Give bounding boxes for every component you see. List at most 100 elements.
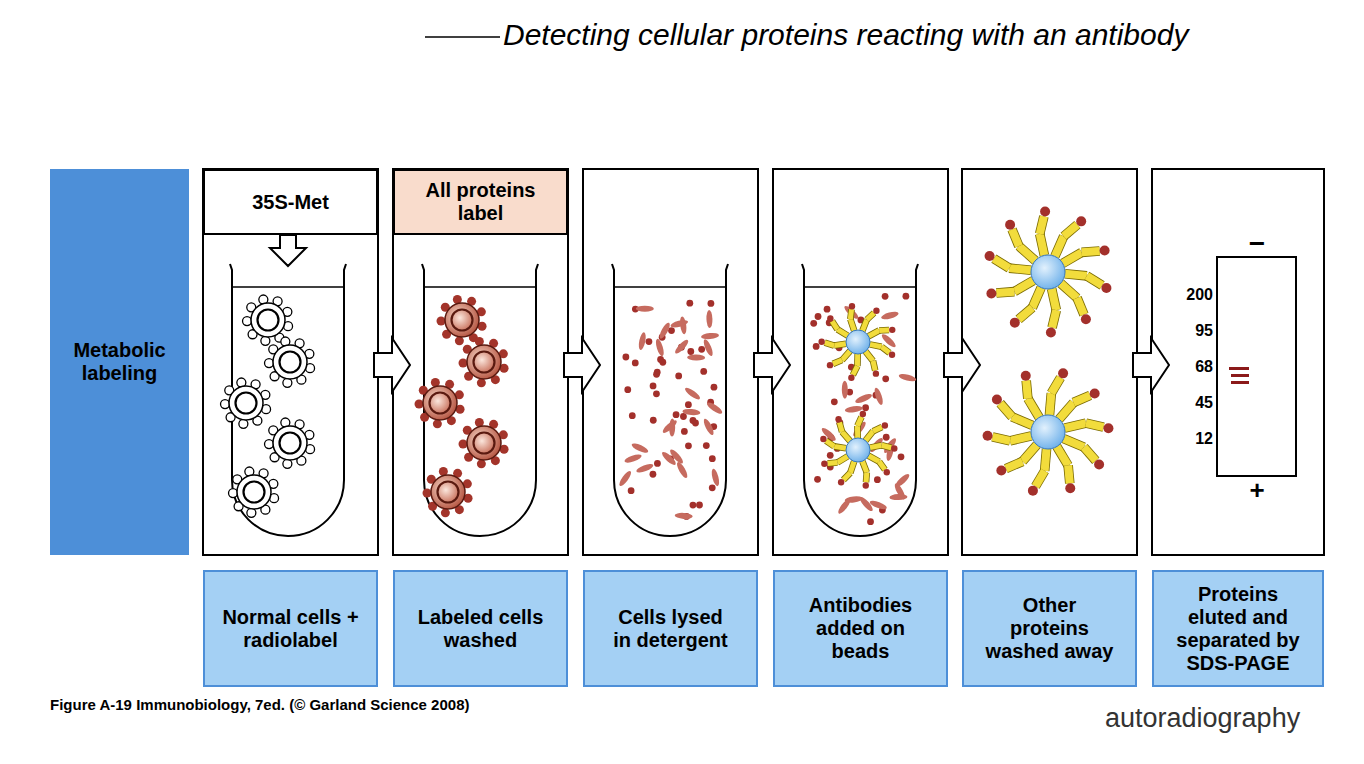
antibody-outline bbox=[1010, 436, 1031, 441]
antibody bbox=[855, 426, 860, 438]
cell-nucleus bbox=[474, 352, 495, 373]
step-label: Proteins eluted and separated by SDS-PAG… bbox=[1152, 570, 1324, 687]
antibody-outline bbox=[1045, 449, 1047, 471]
protein-fragment bbox=[692, 420, 699, 427]
panel-frame bbox=[1152, 169, 1324, 555]
step-arrow bbox=[564, 338, 600, 392]
unlabeled-cell bbox=[221, 378, 271, 428]
antibody bbox=[850, 461, 854, 472]
protein-fragment bbox=[874, 476, 881, 483]
bound-antigen bbox=[986, 288, 996, 298]
membrane-fragment bbox=[702, 418, 715, 437]
antibody bbox=[832, 321, 837, 329]
bound-antigen bbox=[873, 370, 879, 376]
antibody bbox=[862, 461, 866, 472]
antibody bbox=[1065, 423, 1086, 428]
cell-nucleus bbox=[236, 393, 257, 414]
antibody-outline bbox=[853, 366, 858, 375]
antibody bbox=[842, 432, 850, 441]
membrane-fragment bbox=[898, 373, 917, 383]
antibody-outline bbox=[1052, 289, 1057, 310]
bound-antigen bbox=[835, 416, 841, 422]
antibody bbox=[1012, 417, 1032, 426]
antibody-outline bbox=[862, 461, 866, 472]
antibody-outline bbox=[994, 259, 1009, 268]
membrane-fragment bbox=[670, 319, 689, 329]
surface-protein bbox=[243, 317, 252, 326]
bound-antigen bbox=[820, 436, 826, 442]
reagent-box: 35S-Met bbox=[203, 169, 378, 235]
membrane-fragment bbox=[682, 408, 701, 416]
protein-fragment bbox=[696, 502, 703, 509]
bound-antigen bbox=[882, 422, 888, 428]
cell-lysate bbox=[618, 300, 724, 520]
membrane-fragment bbox=[658, 321, 672, 340]
antibody bbox=[1052, 310, 1056, 328]
antibody bbox=[1057, 447, 1068, 466]
bead bbox=[846, 438, 870, 462]
antibody-bead bbox=[820, 411, 897, 489]
bound-antigen bbox=[848, 375, 854, 381]
antibody-outline bbox=[1040, 216, 1044, 234]
protein-fragment bbox=[882, 293, 889, 300]
protein-fragment bbox=[650, 383, 657, 390]
liquid-level bbox=[232, 286, 344, 288]
antibody bbox=[994, 259, 1009, 268]
antibody bbox=[1014, 281, 1033, 292]
antibody-outline bbox=[863, 472, 870, 482]
antibody bbox=[1068, 465, 1070, 483]
node-text: Cells lysed in detergent bbox=[612, 606, 730, 652]
surface-protein bbox=[265, 440, 274, 449]
antibody bbox=[1077, 298, 1084, 315]
antibody bbox=[1026, 381, 1028, 399]
bound-antigen bbox=[889, 352, 895, 358]
protein-fragment bbox=[867, 518, 874, 525]
antibody bbox=[1022, 445, 1036, 462]
membrane-fragment bbox=[706, 310, 713, 328]
membrane-fragment bbox=[705, 401, 723, 416]
step-arrow bbox=[754, 338, 790, 392]
bound-antigen bbox=[992, 395, 1002, 405]
antibody-outline bbox=[1028, 399, 1039, 418]
protein-fragment bbox=[711, 384, 718, 391]
surface-protein bbox=[221, 400, 230, 409]
antibody-outline bbox=[1026, 381, 1028, 399]
antibody-outline bbox=[837, 456, 847, 462]
antibody-outline bbox=[854, 426, 861, 438]
gel bbox=[1217, 257, 1296, 476]
test-tube bbox=[422, 264, 538, 536]
antibody-outline bbox=[842, 432, 850, 441]
gel-band bbox=[1231, 374, 1249, 377]
membrane-fragment bbox=[654, 338, 665, 357]
membrane-fragment bbox=[624, 453, 643, 465]
membrane-fragment bbox=[638, 332, 647, 351]
cell-lysate bbox=[810, 293, 917, 525]
protein-fragment bbox=[815, 313, 822, 320]
size-marker: 45 bbox=[1195, 395, 1213, 411]
protein-fragment bbox=[657, 356, 664, 363]
bound-antigen bbox=[860, 411, 866, 417]
protein-fragment bbox=[827, 452, 834, 459]
antibody bbox=[992, 437, 1010, 441]
antibody-outline bbox=[1077, 298, 1084, 315]
antibody-outline bbox=[1019, 246, 1035, 261]
protein-fragment bbox=[673, 411, 680, 418]
cell-body bbox=[273, 426, 307, 460]
node-text: 35S-Met bbox=[252, 191, 329, 214]
antibody bbox=[1006, 461, 1023, 468]
membrane-fragment bbox=[836, 497, 852, 515]
bound-antigen bbox=[821, 461, 827, 467]
antibody bbox=[1010, 436, 1031, 441]
labeled-cell bbox=[423, 467, 473, 517]
size-marker: 12 bbox=[1195, 431, 1213, 447]
protein-fragment bbox=[831, 398, 838, 405]
protein-fragment bbox=[703, 442, 710, 449]
membrane-fragment bbox=[893, 482, 907, 501]
antibody bbox=[1074, 395, 1091, 402]
tube-outline bbox=[802, 264, 918, 536]
antibody-outline bbox=[1009, 268, 1031, 270]
step-arrow bbox=[374, 338, 410, 392]
antibody-outline bbox=[1032, 288, 1041, 308]
membrane-fragment bbox=[687, 354, 705, 361]
bound-antigen bbox=[863, 482, 869, 488]
